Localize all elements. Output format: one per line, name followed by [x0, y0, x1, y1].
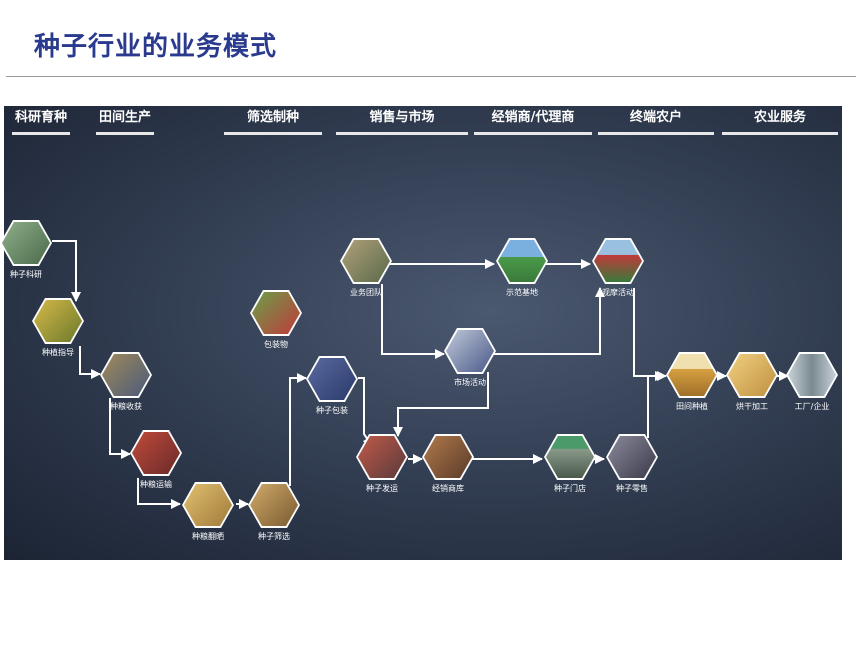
column-header-sales-market: 销售与市场 [336, 106, 468, 138]
node-factory-enterprise: 工厂/企业 [782, 352, 842, 412]
page-title: 种子行业的业务模式 [34, 32, 278, 62]
arrow-guidance-to-harvest [79, 346, 101, 379]
seed-screening-photo [250, 484, 298, 526]
column-header-field-production: 田间生产 [96, 106, 154, 138]
arrow-harvest-to-transport [109, 398, 131, 459]
node-label: 种子门店 [554, 484, 586, 493]
node-seed-screening: 种子筛选 [244, 482, 304, 542]
column-label: 科研育种 [14, 110, 67, 125]
arrow-market-to-shipping [393, 372, 489, 437]
planting-guidance-photo [34, 300, 82, 342]
arrow-market-to-observation [494, 287, 605, 355]
business-model-diagram: 科研育种 田间生产 筛选制种 销售与市场 经销商/代理商 终端农户 农业服务 [0, 106, 842, 560]
column-underline [224, 132, 322, 135]
node-seed-retail: 种子零售 [602, 434, 662, 494]
column-label: 终端农户 [629, 110, 682, 125]
node-demo-base: 示范基地 [492, 238, 552, 298]
node-label: 包装物 [264, 340, 288, 349]
node-seed-packing: 种子包装 [302, 356, 362, 416]
node-label: 种子零售 [616, 484, 648, 493]
demo-base-photo [498, 240, 546, 282]
column-underline [474, 132, 592, 135]
node-label: 种粮运输 [140, 480, 172, 489]
node-field-planting: 田间种植 [662, 352, 722, 412]
node-dealer-warehouse: 经销商库 [418, 434, 478, 494]
node-seed-store: 种子门店 [540, 434, 600, 494]
node-seed-shipping: 种子发运 [352, 434, 412, 494]
node-label: 市场活动 [454, 378, 486, 387]
node-sales-team: 业务团队 [336, 238, 396, 298]
market-activity-photo [446, 330, 494, 372]
dealer-warehouse-photo [424, 436, 472, 478]
column-header-screening: 筛选制种 [224, 106, 322, 138]
flow-arrows [52, 240, 789, 509]
node-planting-guidance: 种植指导 [28, 298, 88, 358]
title-divider [6, 76, 856, 77]
node-grain-transport: 种粮运输 [126, 430, 186, 490]
column-underline [722, 132, 838, 135]
node-label: 示范基地 [506, 288, 538, 297]
node-market-activity: 市场活动 [440, 328, 500, 388]
node-label: 种子包装 [316, 406, 348, 415]
node-label: 种子发运 [366, 484, 398, 493]
node-label: 观摩活动 [602, 288, 634, 297]
node-seed-research: 种子科研 [0, 220, 56, 280]
node-label: 经销商库 [432, 484, 464, 493]
seed-research-photo [2, 222, 50, 264]
sales-team-photo [342, 240, 390, 282]
node-label: 业务团队 [350, 288, 382, 297]
arrow-research-to-guidance [52, 240, 81, 302]
grain-drying-photo [184, 484, 232, 526]
seed-shipping-photo [358, 436, 406, 478]
column-label: 筛选制种 [246, 110, 299, 125]
node-label: 种植指导 [42, 348, 74, 357]
node-packaging-material: 包装物 [246, 290, 306, 350]
observation-activity-photo [594, 240, 642, 282]
grain-transport-photo [132, 432, 180, 474]
node-label: 种粮翻晒 [192, 532, 224, 541]
column-underline [598, 132, 714, 135]
column-underline [12, 132, 70, 135]
node-drying-processing: 烘干加工 [722, 352, 782, 412]
column-header-end-farmers: 终端农户 [598, 106, 714, 138]
arrow-transport-to-drying [137, 478, 181, 509]
node-label: 种子筛选 [258, 532, 290, 541]
column-header-agri-services: 农业服务 [722, 106, 838, 138]
column-label: 农业服务 [753, 110, 806, 125]
node-label: 烘干加工 [736, 402, 768, 411]
column-label: 经销商/代理商 [491, 110, 575, 125]
column-underline [336, 132, 468, 135]
column-label: 田间生产 [98, 110, 151, 125]
node-label: 种子科研 [10, 270, 42, 279]
arrow-screening-to-packaging [289, 373, 307, 486]
node-label: 田间种植 [676, 402, 708, 411]
seed-store-photo [546, 436, 594, 478]
column-header-research: 科研育种 [12, 106, 70, 138]
factory-enterprise-photo [788, 354, 836, 396]
seed-retail-photo [608, 436, 656, 478]
drying-processing-photo [728, 354, 776, 396]
grain-harvest-photo [102, 354, 150, 396]
column-header-dealers: 经销商/代理商 [474, 106, 592, 138]
seed-packing-photo [308, 358, 356, 400]
node-observation-activity: 观摩活动 [588, 238, 648, 298]
node-label: 种粮收获 [110, 402, 142, 411]
field-planting-photo [668, 354, 716, 396]
node-label: 工厂/企业 [794, 402, 830, 411]
node-grain-harvest: 种粮收获 [96, 352, 156, 412]
arrow-team-to-market [381, 284, 445, 359]
packaging-material-photo [252, 292, 300, 334]
column-underline [96, 132, 154, 135]
arrow-retail-to-field [647, 371, 665, 438]
column-label: 销售与市场 [369, 110, 435, 125]
node-grain-drying: 种粮翻晒 [178, 482, 238, 542]
